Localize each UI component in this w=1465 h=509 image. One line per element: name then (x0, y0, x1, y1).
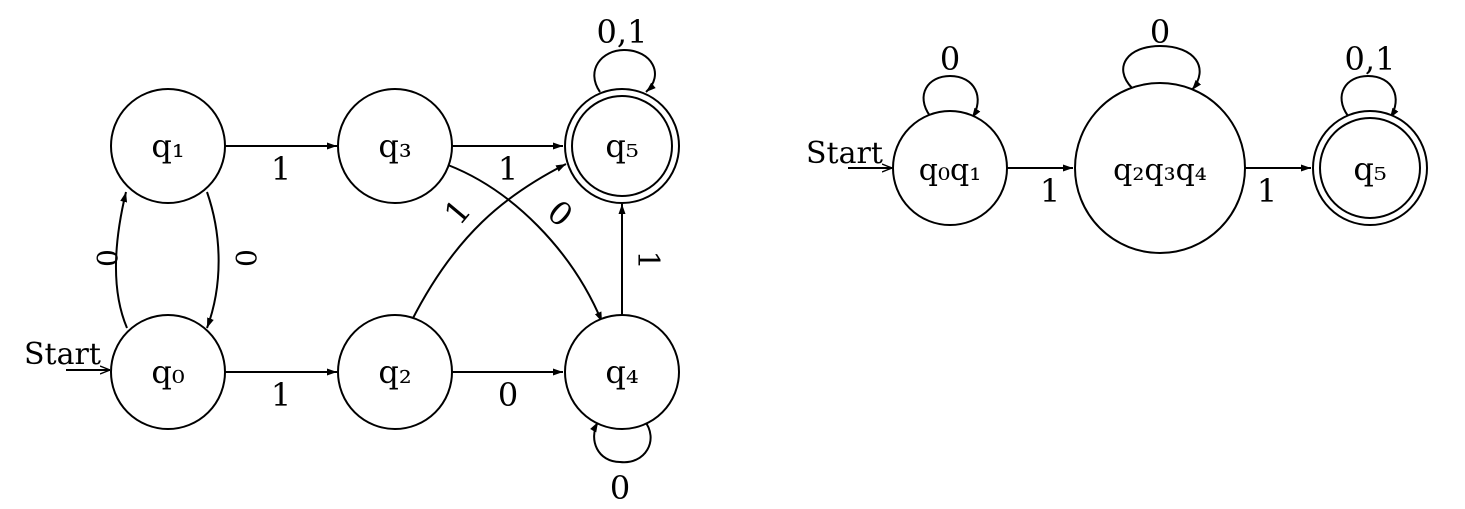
right-start-arrow: Start (806, 136, 892, 171)
loop-label-q4: 0 (610, 469, 630, 507)
edge-label-q2-q5: 1 (436, 192, 478, 232)
loop-q5-right: 0,1 (1340, 40, 1399, 119)
edge-label-q0-q1: 0 (90, 249, 123, 267)
state-label-q3: q₃ (378, 127, 411, 165)
state-label-q2q3q4: q₂q₃q₄ (1113, 153, 1207, 188)
state-label-q1: q₁ (151, 127, 184, 165)
left-start-arrow: Start (24, 337, 110, 372)
loop-label-q234: 0 (1150, 13, 1170, 51)
loop-label-q5-right: 0,1 (1345, 40, 1396, 78)
state-q5: q₅ (564, 88, 680, 204)
edge-label-q0-q2: 1 (271, 376, 291, 414)
edge-label-q3-q5: 1 (498, 150, 518, 188)
edge-label-q1-q3: 1 (271, 150, 291, 188)
state-label-q0: q₀ (151, 353, 184, 391)
state-q2q3q4: q₂q₃q₄ (1074, 82, 1246, 254)
edge-q2-q4: 0 (452, 368, 563, 414)
edge-q0-q1: 0 (90, 191, 128, 329)
state-q2: q₂ (337, 314, 453, 430)
state-q5-right: q₅ (1312, 110, 1428, 226)
loop-q5: 0,1 (593, 13, 656, 93)
left-dfa: Start 0 0 1 1 1 1 0 (24, 13, 680, 507)
edge-q3-q5: 1 (452, 142, 563, 188)
state-q4: q₄ (564, 314, 680, 430)
loop-label-q01: 0 (940, 40, 960, 78)
edge-label-q1-q0: 0 (229, 249, 262, 267)
state-label-q0q1: q₀q₁ (919, 153, 981, 188)
left-start-label: Start (24, 337, 101, 372)
edge-label-q2-q4: 0 (498, 376, 518, 414)
state-q0q1: q₀q₁ (892, 110, 1008, 226)
edge-q4-q5: 1 (618, 204, 665, 315)
edge-label-q4-q5: 1 (630, 250, 665, 269)
right-start-label: Start (806, 136, 883, 171)
loop-q234: 0 (1122, 13, 1202, 91)
loop-q4: 0 (590, 419, 652, 507)
state-label-q2: q₂ (378, 353, 411, 391)
edge-label-q234-q5: 1 (1257, 172, 1277, 210)
loop-q01: 0 (922, 40, 981, 119)
edge-label-q3-q4: 0 (540, 192, 580, 234)
edge-label-q01-q234: 1 (1040, 172, 1060, 210)
state-label-q4: q₄ (605, 353, 638, 391)
state-q3: q₃ (337, 88, 453, 204)
state-q0: q₀ (110, 314, 226, 430)
right-dfa: Start 1 1 0 0 0,1 q₀q₁ q₂q₃q₄ (806, 13, 1428, 254)
edge-q1-q0: 0 (206, 191, 262, 329)
edge-q0-q2: 1 (225, 368, 337, 414)
loop-label-q5: 0,1 (597, 13, 648, 51)
edge-q1-q3: 1 (225, 142, 337, 188)
edge-q234-q5: 1 (1245, 164, 1311, 210)
edge-q01-q234: 1 (1007, 164, 1073, 210)
state-label-q5-right: q₅ (1353, 150, 1386, 188)
state-q1: q₁ (110, 88, 226, 204)
state-label-q5: q₅ (605, 127, 638, 165)
